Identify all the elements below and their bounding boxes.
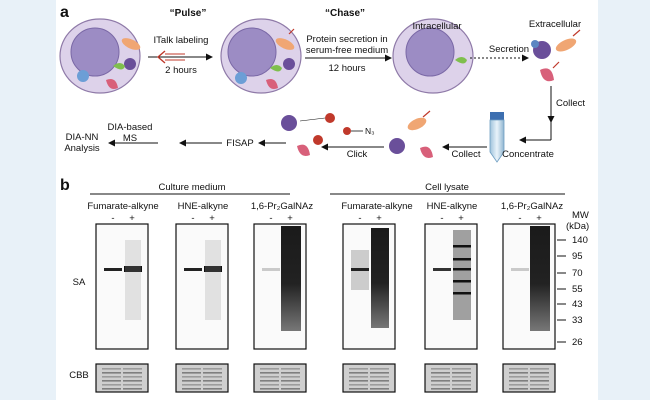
lane-plus-label: + <box>376 213 382 224</box>
fisap-label: FISAP <box>226 138 253 149</box>
secretion-label: Secretion <box>489 44 529 55</box>
sa-label: SA <box>73 277 86 288</box>
sa-blot <box>175 223 229 350</box>
lane-minus-label: - <box>111 213 114 224</box>
protein-green-icon <box>113 63 125 70</box>
protein-purple-icon <box>124 58 136 70</box>
chase-time-label: 12 hours <box>329 63 366 74</box>
lane-minus-label: - <box>358 213 361 224</box>
chase-desc-line2: serum-free medium <box>306 45 388 56</box>
lane-labels: Fumarate-alkyne-+HNE-alkyne-+1,6-Pr₂GalN… <box>87 201 563 224</box>
cbb-label: CBB <box>69 370 89 381</box>
sa-blot <box>502 223 556 350</box>
lane-minus-label: - <box>269 213 272 224</box>
concentrator-tube-icon <box>489 112 505 163</box>
chase-desc-line1: Protein secretion in <box>306 34 387 45</box>
cbb-blot <box>95 363 149 393</box>
panel-b-letter: b <box>60 177 70 194</box>
cbb-blot <box>253 363 307 393</box>
mw-marker-label: 43 <box>572 299 583 310</box>
dia-nn-line1: DIA-NN <box>66 132 99 143</box>
pulse-time-label: 2 hours <box>165 65 197 76</box>
cbb-blot <box>424 363 478 393</box>
probe-label: 1,6-Pr₂GalNAz <box>251 201 314 212</box>
intracellular-label: Intracellular <box>412 21 461 32</box>
lane-minus-label: - <box>440 213 443 224</box>
probe-label: HNE-alkyne <box>427 201 478 212</box>
dia-ms-line2: MS <box>123 133 137 144</box>
lane-minus-label: - <box>518 213 521 224</box>
click-label: Click <box>347 149 368 160</box>
mw-marker-label: 26 <box>572 337 583 348</box>
cell-2 <box>220 18 302 94</box>
lane-plus-label: + <box>536 213 542 224</box>
lane-plus-label: + <box>129 213 135 224</box>
pulse-arrow-icon <box>148 50 213 64</box>
protein-pink-icon <box>106 79 118 89</box>
sa-blot <box>95 223 149 350</box>
click-reagent-icon <box>343 127 363 135</box>
mw-markers: 140 95 70 55 43 33 26 <box>557 235 588 348</box>
secreted-proteins <box>531 29 581 82</box>
probe-label: 1,6-Pr₂GalNAz <box>501 201 564 212</box>
culture-medium-label: Culture medium <box>158 182 225 193</box>
chase-label: “Chase” <box>325 8 365 19</box>
protein-blue-icon <box>77 70 89 82</box>
lane-plus-label: + <box>287 213 293 224</box>
italk-labeling-label: ITalk labeling <box>154 35 209 46</box>
concentrate-label: Concentrate <box>502 149 554 160</box>
cbb-blot <box>502 363 556 393</box>
panel-a-letter: a <box>60 4 69 21</box>
cell-1 <box>59 18 141 94</box>
mw-marker-label: 140 <box>572 235 588 246</box>
collect-right-label: Collect <box>556 98 585 109</box>
clicked-proteins <box>281 113 335 156</box>
lane-plus-label: + <box>458 213 464 224</box>
probe-label: Fumarate-alkyne <box>87 201 158 212</box>
mw-marker-label: 33 <box>572 315 583 326</box>
sa-blot <box>342 223 396 350</box>
pulse-label: “Pulse” <box>170 8 207 19</box>
collect-bottom-label: Collect <box>451 149 480 160</box>
extracellular-label: Extracellular <box>529 19 581 30</box>
probe-label: HNE-alkyne <box>178 201 229 212</box>
lane-plus-label: + <box>209 213 215 224</box>
mw-marker-label: 95 <box>572 251 583 262</box>
dia-ms-line1: DIA-based <box>108 122 153 133</box>
protein-orange-icon <box>121 38 141 50</box>
azide-label: N₃ <box>365 126 375 136</box>
cell-3 <box>392 18 474 94</box>
mw-label: MW <box>572 210 589 221</box>
cbb-blot <box>175 363 229 393</box>
lane-minus-label: - <box>191 213 194 224</box>
cell-lysate-label: Cell lysate <box>425 182 469 193</box>
mw-marker-label: 70 <box>572 268 583 279</box>
sa-blot <box>424 223 478 350</box>
mw-unit-label: (kDa) <box>566 221 589 232</box>
cbb-blot <box>342 363 396 393</box>
probe-label: Fumarate-alkyne <box>341 201 412 212</box>
concentrated-proteins <box>389 110 433 158</box>
western-blots <box>95 223 556 393</box>
sa-blot <box>253 223 307 350</box>
mw-marker-label: 55 <box>572 284 583 295</box>
dia-nn-line2: Analysis <box>64 143 100 154</box>
